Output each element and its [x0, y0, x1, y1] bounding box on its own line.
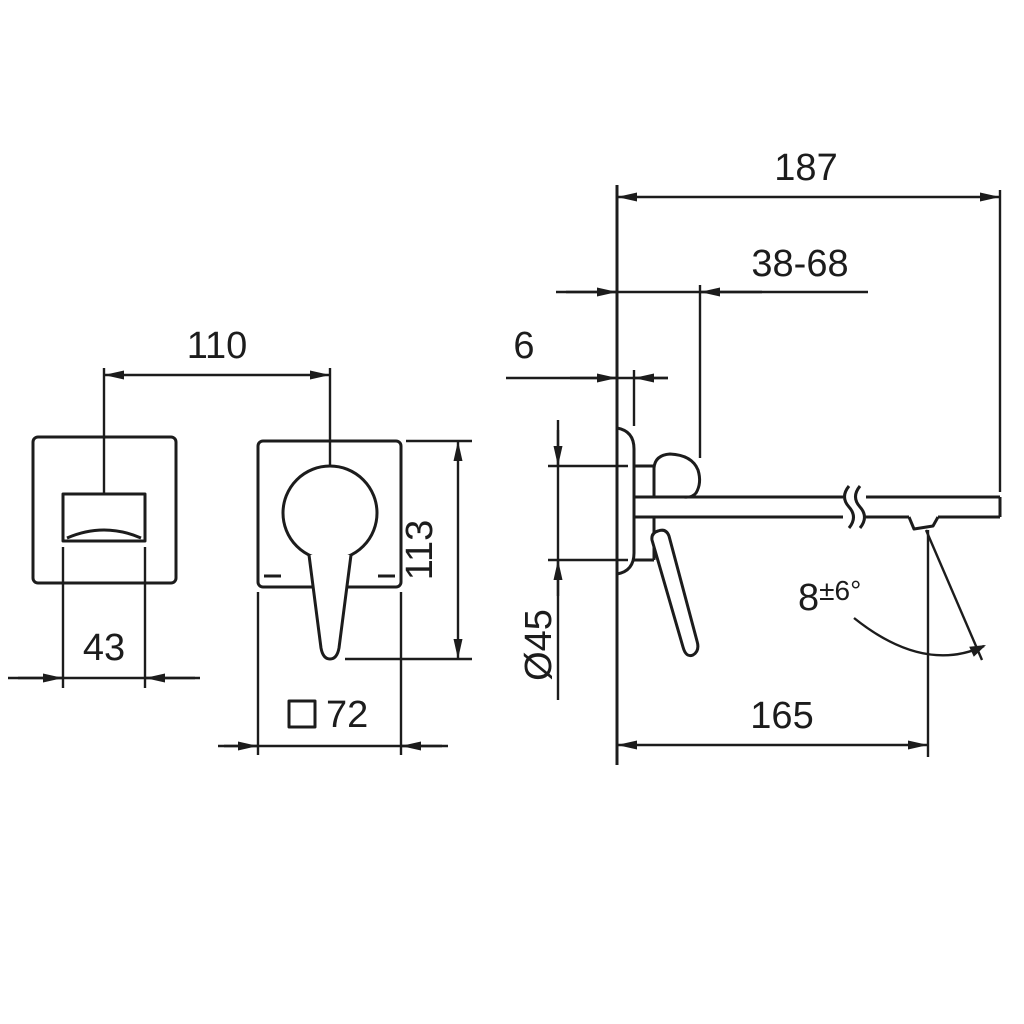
- dim-113-label: 113: [399, 520, 441, 581]
- break-symbol-right: [854, 485, 866, 529]
- aerator-outlet: [907, 516, 940, 531]
- dim-187-label: 187: [774, 147, 837, 189]
- dim-43-label: 43: [83, 627, 125, 669]
- handle-base-circle: [281, 464, 379, 562]
- break-symbol-left: [843, 485, 855, 529]
- dim-165-label: 165: [750, 695, 813, 737]
- angle-arrowhead: [969, 645, 986, 657]
- angle-flow-line: [924, 529, 984, 661]
- dimension-187: 187: [617, 147, 1002, 492]
- angle-label: 8±6°: [798, 575, 861, 619]
- dim-110-label: 110: [187, 325, 248, 367]
- angle-arc: [853, 617, 985, 657]
- dimension-45: Ø45: [518, 420, 628, 700]
- dim-45-label: Ø45: [518, 609, 560, 681]
- handle-lever-front: [307, 554, 353, 661]
- dim-72-label: 72: [326, 694, 368, 736]
- dim-38-68-label: 38-68: [751, 243, 848, 285]
- dim-6-label: 6: [513, 325, 534, 367]
- side-view-mixer: [615, 185, 1002, 765]
- dimension-72: 72: [218, 592, 448, 755]
- dimension-6: 6: [506, 325, 668, 426]
- dimension-113: 113: [345, 439, 472, 661]
- escutcheon-profile: [616, 426, 636, 576]
- angle-value: 8: [798, 577, 819, 619]
- lever-blade-side: [650, 528, 700, 658]
- dimension-38-68: 38-68: [556, 243, 868, 458]
- angle-tolerance: ±6°: [819, 575, 861, 606]
- spout-outlet-arc: [66, 528, 142, 540]
- front-view-handle-plate: [256, 439, 403, 661]
- lever-grip-side: [652, 452, 702, 499]
- dimension-angle: 8±6°: [798, 529, 986, 757]
- dimension-165: 165: [617, 695, 928, 750]
- square-symbol-icon: [287, 699, 317, 729]
- dimension-110: 110: [102, 325, 332, 494]
- dimension-43: 43: [8, 547, 200, 688]
